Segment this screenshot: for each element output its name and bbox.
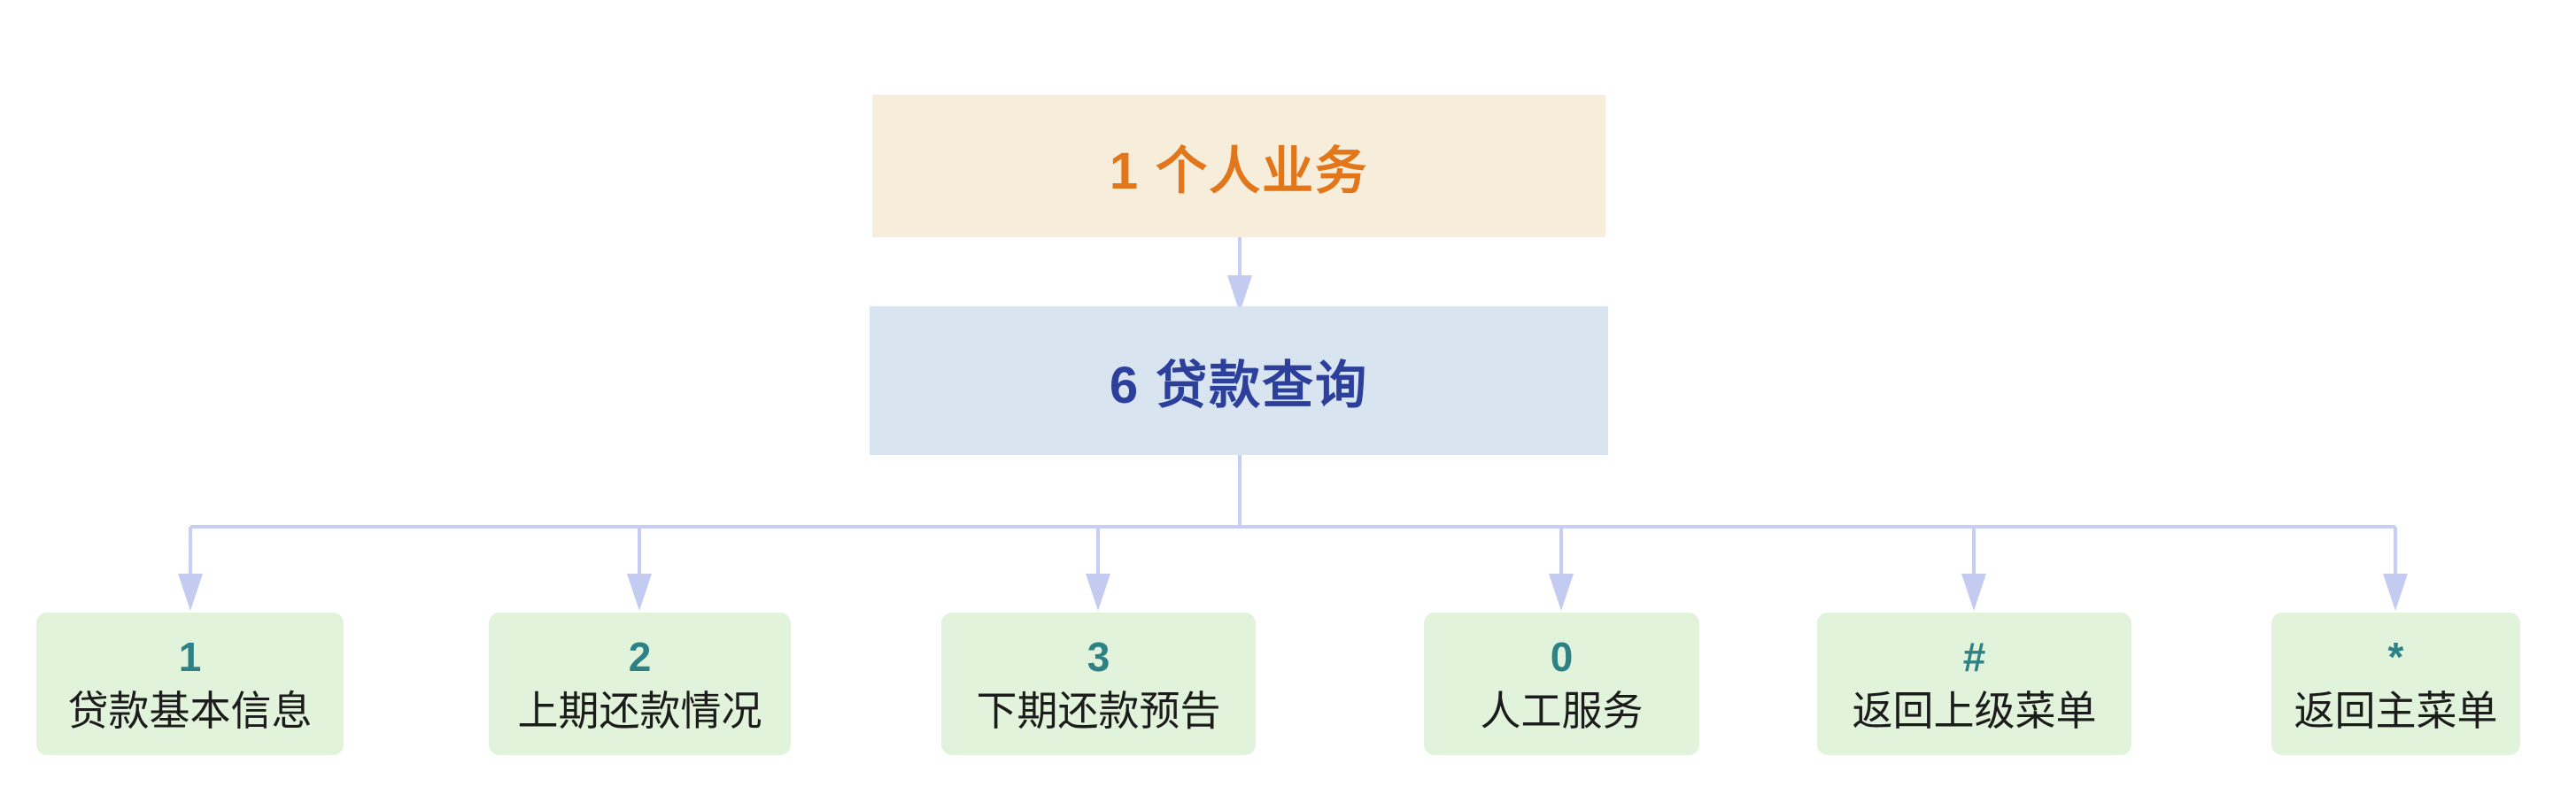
option-label: 上期还款情况 (517, 687, 762, 734)
option-label: 返回上级菜单 (1852, 687, 2097, 734)
option-key: * (2387, 634, 2404, 681)
node-submenu: 6 贷款查询 (870, 306, 1608, 455)
node-option-next-repayment: 3 下期还款预告 (941, 613, 1256, 755)
arrow-down-icon (1549, 574, 1574, 611)
option-key: 2 (628, 634, 652, 681)
node-option-last-repayment: 2 上期还款情况 (489, 613, 791, 755)
arrow-down-icon (2383, 574, 2408, 611)
option-key: 1 (178, 634, 202, 681)
option-key: 3 (1087, 634, 1110, 681)
node-root-label: 1 个人业务 (1109, 142, 1369, 200)
option-label: 人工服务 (1480, 687, 1644, 734)
arrow-down-icon (1086, 574, 1110, 611)
node-root: 1 个人业务 (872, 95, 1605, 237)
node-submenu-label: 6 贷款查询 (1109, 357, 1369, 414)
arrow-down-icon (178, 574, 203, 611)
node-option-previous-menu: # 返回上级菜单 (1817, 613, 2131, 755)
node-option-agent-service: 0 人工服务 (1424, 613, 1699, 755)
option-label: 返回主菜单 (2294, 687, 2498, 734)
arrow-down-icon (1961, 574, 1986, 611)
option-label: 下期还款预告 (976, 687, 1221, 734)
node-option-loan-basic-info: 1 贷款基本信息 (36, 613, 344, 755)
option-key: 0 (1550, 634, 1574, 681)
arrow-down-icon (627, 574, 652, 611)
option-key: # (1962, 634, 1986, 681)
option-label: 贷款基本信息 (67, 687, 313, 734)
node-option-main-menu: * 返回主菜单 (2271, 613, 2520, 755)
